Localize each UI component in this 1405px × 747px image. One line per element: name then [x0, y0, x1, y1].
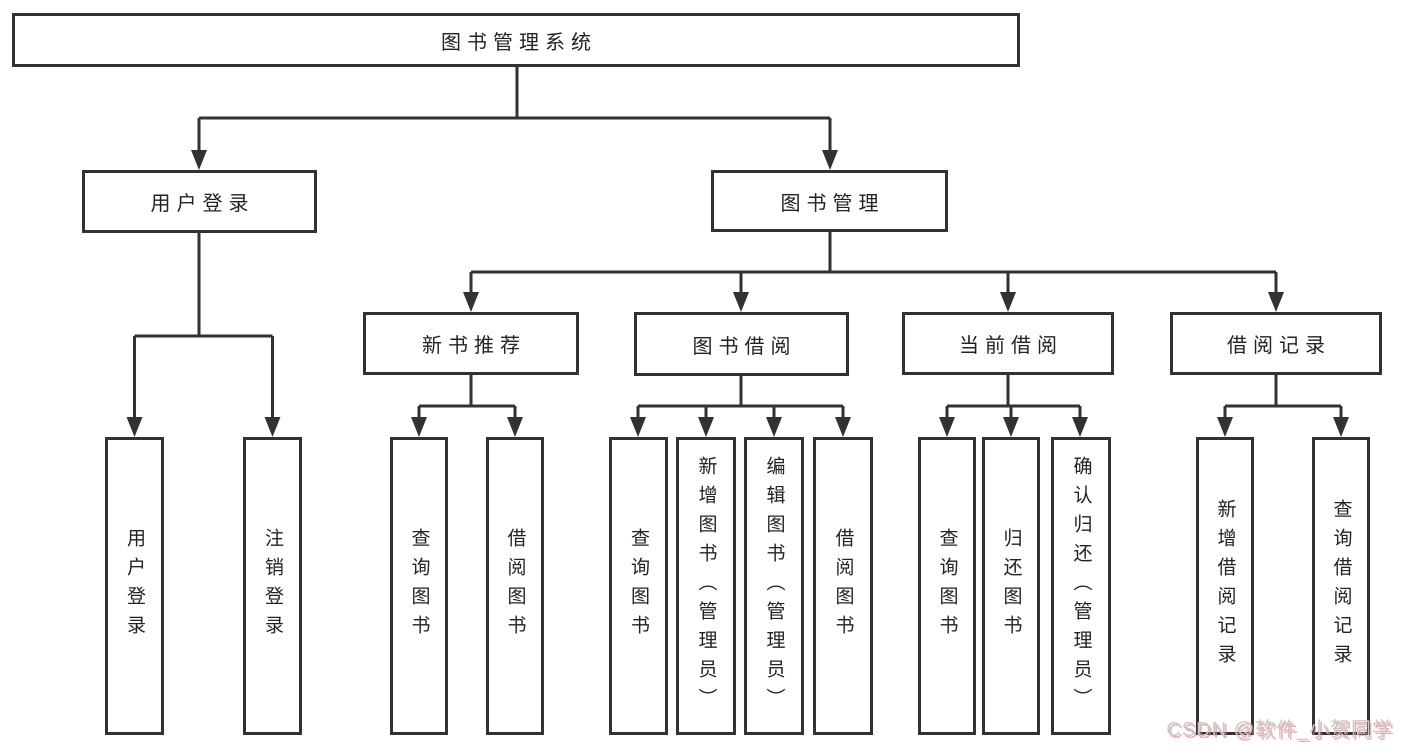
node-label: 用户登录 — [124, 528, 145, 644]
leaf-user-login: 用户登录 — [105, 437, 164, 735]
node-label: 借阅记录 — [1227, 335, 1331, 357]
node-label: 借阅图书 — [504, 528, 526, 644]
node-system-root: 图书管理系统 — [12, 13, 1020, 67]
node-borrow-records: 借阅记录 — [1170, 312, 1382, 375]
connector-userlogin-to-leaves — [126, 233, 281, 437]
leaf-query-borrow-record: 查询借阅记录 — [1312, 437, 1370, 735]
leaf-return-book: 归还图书 — [982, 437, 1040, 735]
leaf-confirm-return-admin: 确认归还（管理员） — [1051, 437, 1111, 735]
node-label: 注销登录 — [262, 528, 283, 644]
leaf-add-borrow-record: 新增借阅记录 — [1196, 437, 1254, 735]
node-label: 当前借阅 — [959, 335, 1063, 357]
node-current-borrow: 当前借阅 — [902, 312, 1114, 375]
node-label: 确认归还（管理员） — [1070, 455, 1092, 717]
node-label: 图书管理系统 — [441, 31, 597, 54]
leaf-add-book-admin: 新增图书（管理员） — [676, 437, 736, 735]
node-user-login: 用户登录 — [82, 170, 317, 233]
node-label: 查询图书 — [628, 528, 649, 644]
node-new-book-recommend: 新书推荐 — [363, 312, 579, 375]
node-label: 新增图书（管理员） — [695, 455, 717, 717]
node-label: 编辑图书（管理员） — [763, 455, 785, 717]
node-label: 新增借阅记录 — [1214, 499, 1236, 673]
node-book-borrow: 图书借阅 — [634, 312, 849, 376]
leaf-borrow-book: 借阅图书 — [813, 437, 873, 735]
leaf-edit-book-admin: 编辑图书（管理员） — [744, 437, 804, 735]
node-label: 查询图书 — [408, 528, 430, 644]
connector-root-to-level2 — [191, 67, 838, 170]
connector-borrow-to-leaves — [630, 375, 851, 437]
node-label: 借阅图书 — [832, 528, 854, 644]
connector-current-to-leaves — [939, 375, 1088, 437]
connector-records-to-leaves — [1217, 375, 1349, 437]
node-label: 归还图书 — [1000, 528, 1022, 644]
leaf-query-book-current: 查询图书 — [918, 437, 976, 735]
connector-newbooks-to-leaves — [411, 375, 523, 437]
leaf-query-book-borrow: 查询图书 — [609, 437, 668, 735]
node-label: 图书借阅 — [692, 335, 797, 358]
node-label: 图书管理 — [780, 192, 885, 215]
leaf-borrow-book-recommend: 借阅图书 — [486, 437, 544, 735]
node-label: 查询图书 — [936, 528, 958, 644]
connector-bookmgmt-to-level3 — [463, 232, 1284, 312]
node-label: 查询借阅记录 — [1330, 499, 1352, 673]
leaf-query-book-recommend: 查询图书 — [390, 437, 448, 735]
node-book-management: 图书管理 — [711, 170, 948, 232]
node-label: 用户登录 — [150, 193, 255, 215]
leaf-logout: 注销登录 — [243, 437, 302, 735]
node-label: 新书推荐 — [422, 335, 526, 357]
